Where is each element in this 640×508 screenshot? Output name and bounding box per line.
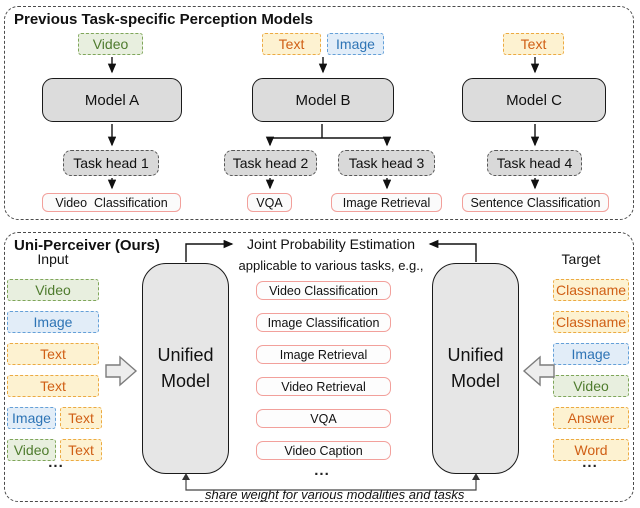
unified-model-left: Unified Model: [142, 263, 229, 474]
model-b-box: Model B: [252, 78, 394, 122]
model-c-box: Model C: [462, 78, 606, 122]
task-head-4: Task head 4: [487, 150, 582, 176]
share-weight-label: share weight for various modalities and …: [205, 487, 465, 502]
task-head-1: Task head 1: [63, 150, 159, 176]
target-chip-image: Image: [553, 343, 629, 365]
input-chip-text: Text: [60, 439, 102, 461]
input-chip-text: Text: [60, 407, 102, 429]
joint-probability-label: Joint Probability Estimation: [246, 236, 416, 252]
input-chip-image: Image: [7, 407, 56, 429]
model-a-box: Model A: [42, 78, 182, 122]
tasks-ellipsis: ...: [314, 462, 330, 479]
target-chip-video: Video: [553, 375, 629, 397]
modality-chip-text: Text: [262, 33, 321, 55]
task-box-image-classification: Image Classification: [256, 313, 391, 332]
task-output-image-retrieval: Image Retrieval: [331, 193, 442, 212]
unified-model-right: Unified Model: [432, 263, 519, 474]
task-output-vqa: VQA: [247, 193, 292, 212]
top-panel-title: Previous Task-specific Perception Models: [14, 11, 313, 28]
modality-chip-video: Video: [78, 33, 143, 55]
task-output-sentence-classification: Sentence Classification: [462, 193, 609, 212]
task-box-video-caption: Video Caption: [256, 441, 391, 460]
task-head-3: Task head 3: [338, 150, 435, 176]
task-box-vqa: VQA: [256, 409, 391, 428]
task-box-video-classification: Video Classification: [256, 281, 391, 300]
modality-chip-image: Image: [327, 33, 384, 55]
target-chip-classname: Classname: [553, 279, 629, 301]
task-output-video-classification: Video Classification: [42, 193, 181, 212]
target-chip-word: Word: [553, 439, 629, 461]
modality-chip-text: Text: [503, 33, 564, 55]
target-chip-answer: Answer: [553, 407, 629, 429]
target-chip-classname: Classname: [553, 311, 629, 333]
task-head-2: Task head 2: [224, 150, 317, 176]
input-chip-video: Video: [7, 279, 99, 301]
task-box-image-retrieval: Image Retrieval: [256, 345, 391, 364]
target-ellipsis: ...: [582, 454, 598, 471]
input-chip-text: Text: [7, 343, 99, 365]
applicable-tasks-label: applicable to various tasks, e.g.,: [238, 258, 424, 273]
input-chip-image: Image: [7, 311, 99, 333]
input-ellipsis: ...: [48, 454, 64, 471]
input-label: Input: [37, 251, 69, 267]
input-chip-video: Video: [7, 439, 56, 461]
target-label: Target: [561, 251, 601, 267]
task-box-video-retrieval: Video Retrieval: [256, 377, 391, 396]
bottom-panel-title: Uni-Perceiver (Ours): [14, 237, 160, 254]
input-chip-text: Text: [7, 375, 99, 397]
